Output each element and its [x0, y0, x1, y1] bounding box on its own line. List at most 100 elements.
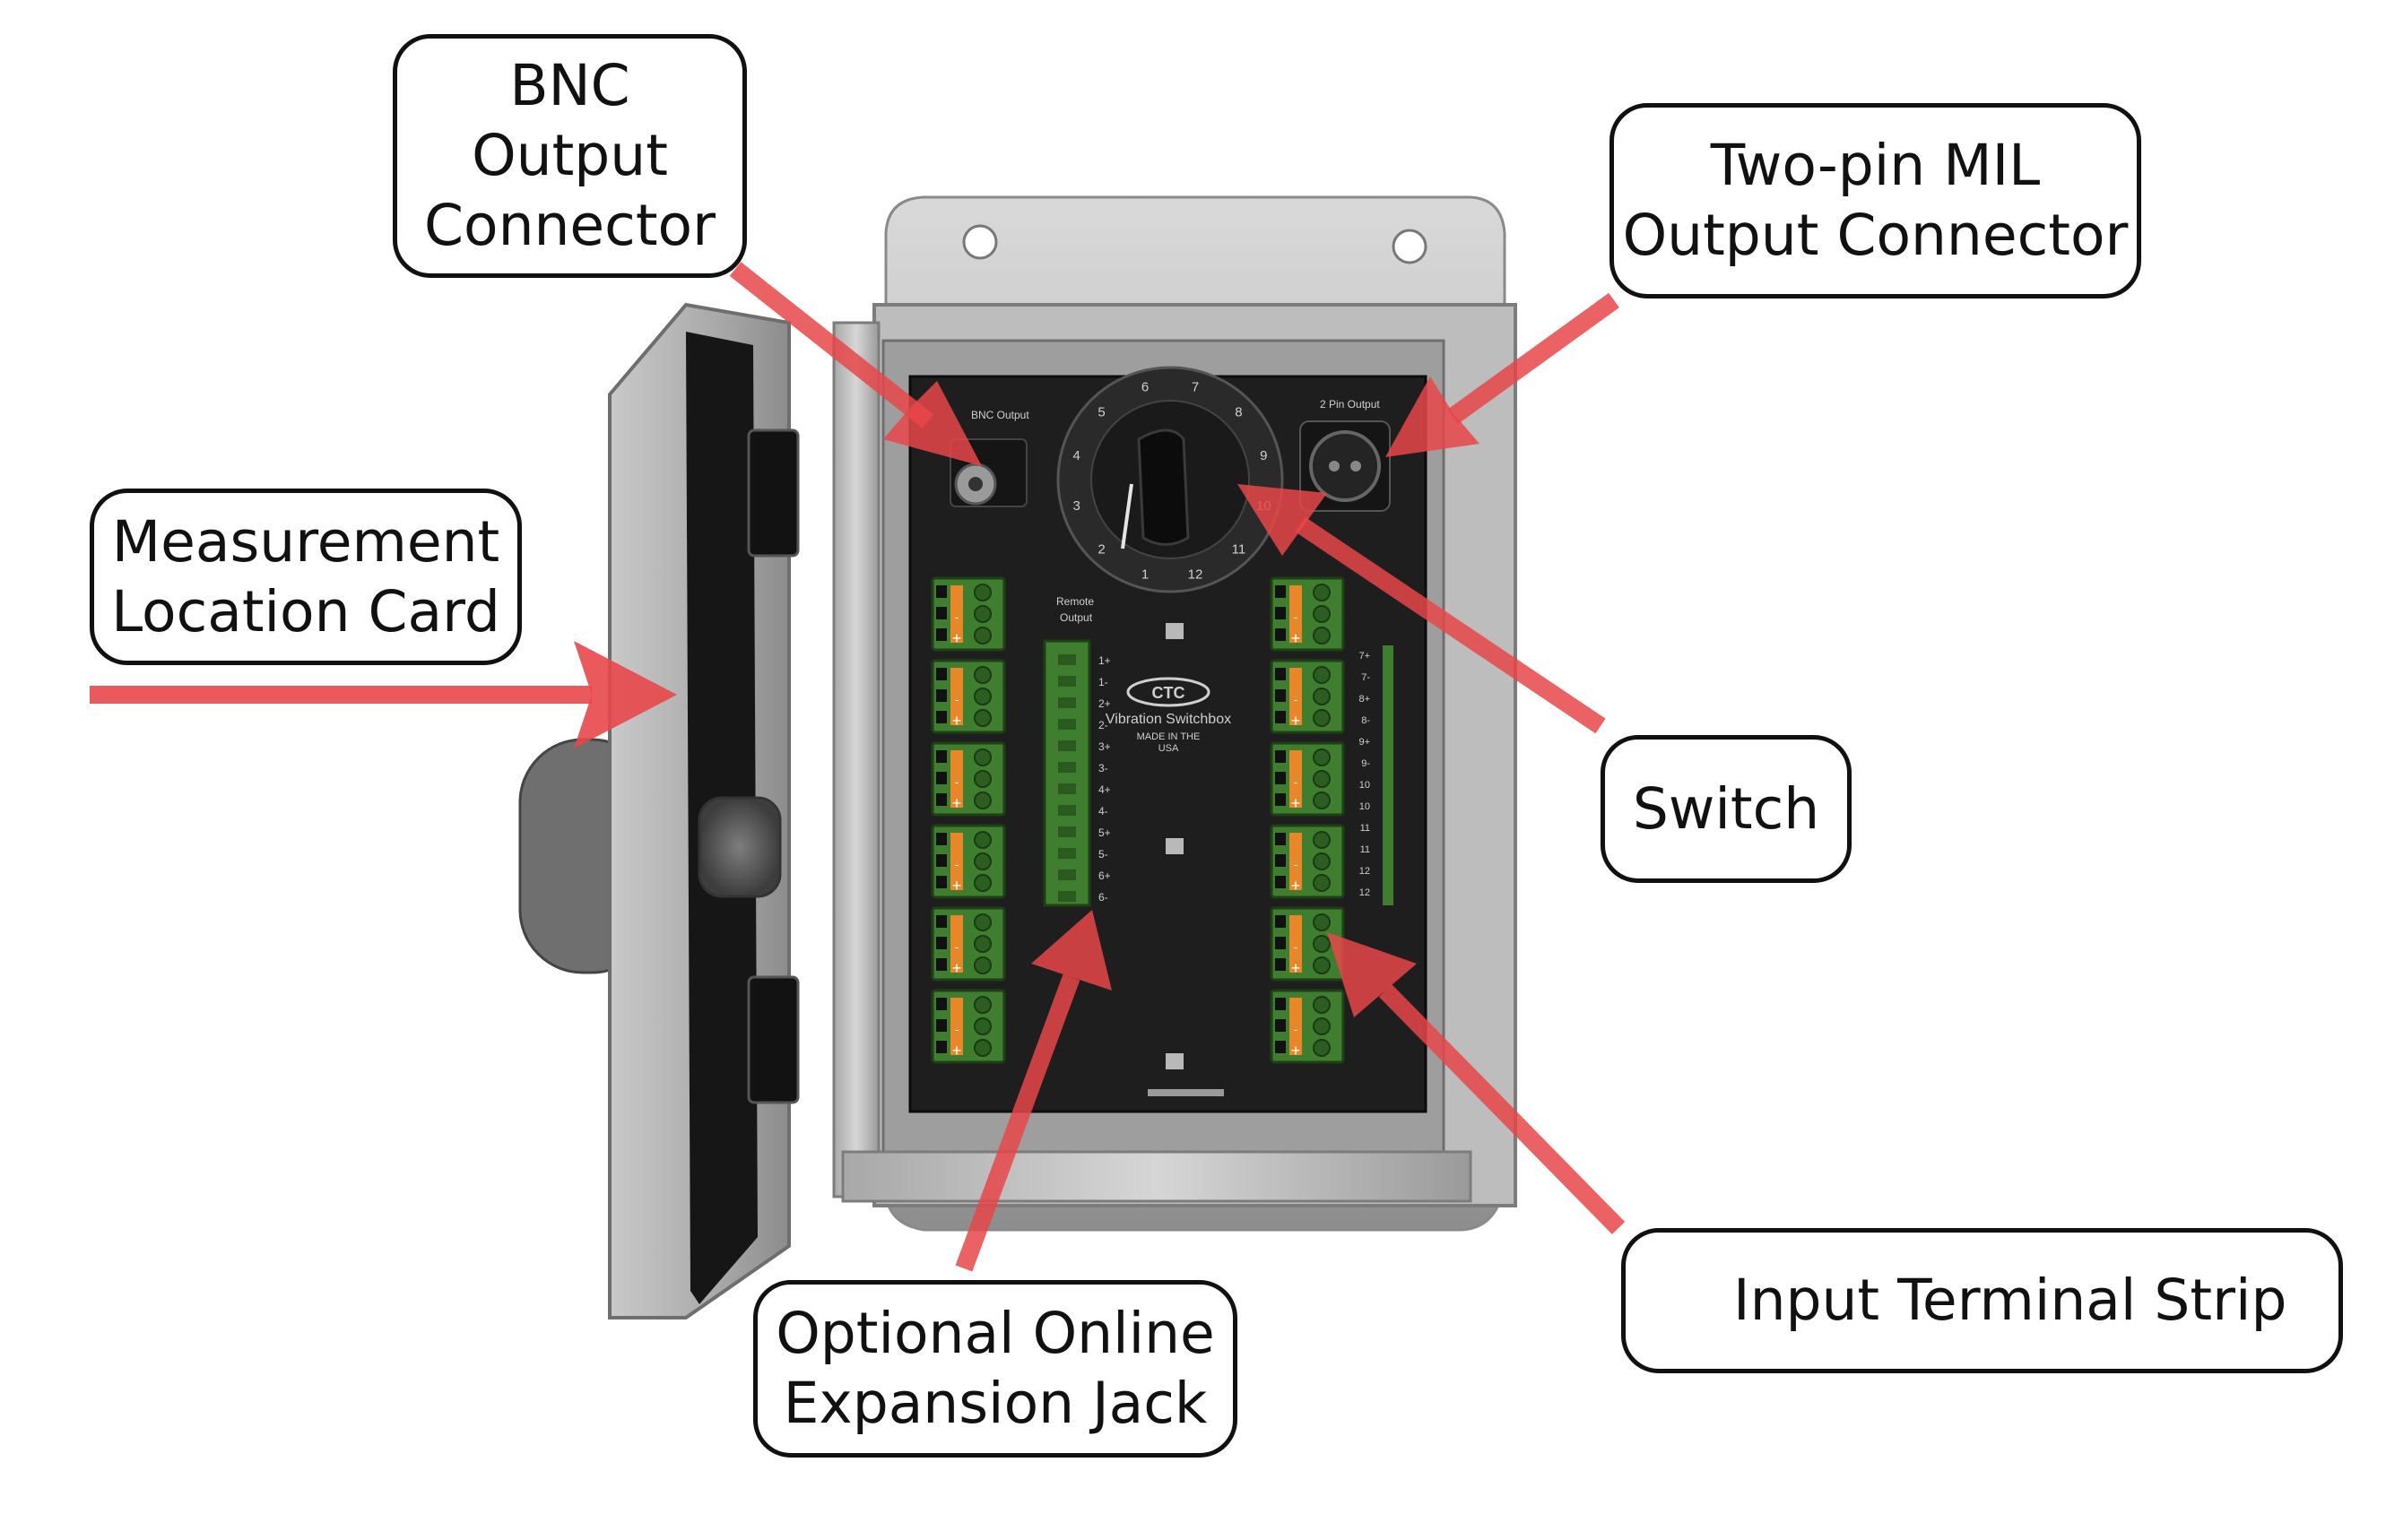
arrow-mil-head: [1385, 376, 1479, 457]
terminal-release-tab: [1289, 915, 1302, 973]
terminal-wire-slot: [1275, 1041, 1286, 1053]
terminal-screw: [1313, 627, 1331, 645]
board-edge-slot: [1148, 1089, 1224, 1096]
door-latch[interactable]: [698, 796, 782, 898]
terminal-wire-slot: [936, 915, 947, 928]
terminal-screw: [1313, 956, 1331, 974]
terminal-minus-mark: -: [955, 610, 959, 624]
arrow-expansion-shaft: [955, 973, 1080, 1272]
terminal-screw: [974, 792, 992, 809]
terminal-release-tab: [1289, 833, 1302, 890]
terminal-wire-slot: [936, 937, 947, 949]
jack-pin: [1058, 891, 1076, 902]
dial-number: 4: [1073, 448, 1080, 463]
terminal-wire-slot: [936, 876, 947, 888]
dial-number: 7: [1192, 380, 1199, 395]
terminal-screw: [974, 935, 992, 953]
terminal-wire-slot: [1275, 772, 1286, 784]
right-edge-terminal: [1383, 645, 1393, 905]
callout-line: Input Terminal Strip: [1733, 1267, 2287, 1333]
terminal-plus-mark: +: [952, 794, 962, 812]
right-pin-label: 8+: [1358, 694, 1370, 705]
terminal-wire-slot: [1275, 1019, 1286, 1032]
terminal-screw: [1313, 605, 1331, 623]
switch-pointer: [1121, 483, 1133, 549]
terminal-screw: [974, 1017, 992, 1035]
arrow-switch-head: [1237, 484, 1327, 556]
terminal-plus-mark: +: [1291, 1042, 1301, 1060]
enclosure-inner-bottom: [841, 1150, 1472, 1203]
hinge-bottom: [747, 975, 800, 1104]
callout-arrows: [90, 262, 1626, 1272]
terminal-minus-mark: -: [955, 857, 959, 871]
terminal-wire-slot: [936, 854, 947, 867]
terminal-screw: [974, 852, 992, 870]
arrow-expansion-head: [1031, 910, 1112, 991]
jack-pin-label: 6+: [1098, 869, 1111, 882]
expansion-jack-pins: 1+1-2+2-3+3-4+4-5+5-6+6-: [1058, 654, 1111, 904]
mount-hole-right: [1392, 229, 1427, 264]
arrow-mil-shaft: [1447, 292, 1619, 425]
terminal-minus-mark: -: [955, 692, 959, 706]
product-name: Vibration Switchbox: [1106, 712, 1231, 727]
terminal-wire-slot: [936, 833, 947, 845]
terminal-release-tab: [1289, 585, 1302, 643]
terminal-wire-slot: [936, 607, 947, 619]
jack-pin-label: 6-: [1098, 891, 1108, 904]
terminal-screw: [1313, 584, 1331, 601]
mount-hole-left: [962, 224, 998, 260]
arrow-input-head: [1327, 932, 1417, 1017]
terminal-wire-slot: [936, 958, 947, 971]
jack-pin: [1058, 783, 1076, 794]
right-pin-label: 10: [1359, 801, 1370, 812]
dial-number: 3: [1073, 498, 1080, 514]
mil-output-connector[interactable]: [1309, 430, 1381, 502]
arrow-measurement-head: [574, 641, 677, 748]
terminal-wire-slot: [1275, 998, 1286, 1010]
callout-line: Expansion Jack: [783, 1371, 1208, 1436]
callout-line: Output: [472, 123, 668, 188]
country-label: USA: [1158, 743, 1179, 754]
callout-line: BNC: [509, 53, 630, 118]
rotary-switch[interactable]: [1137, 428, 1190, 546]
terminal-wire-slot: [1275, 585, 1286, 598]
standoff-top: [1166, 623, 1184, 639]
left-terminal-strip: -+-+-+-+-+-+: [931, 576, 1006, 1064]
terminal-wire-slot: [1275, 689, 1286, 702]
jack-pin: [1058, 762, 1076, 773]
terminal-screw: [1313, 874, 1331, 892]
jack-pin-label: 2+: [1098, 697, 1111, 710]
terminal-plus-mark: +: [1291, 712, 1301, 730]
jack-pin: [1058, 654, 1076, 665]
terminal-screw: [974, 831, 992, 849]
jack-pin-label: 4+: [1098, 783, 1111, 796]
terminal-plus-mark: +: [1291, 794, 1301, 812]
callout-line: Two-pin MIL: [1710, 133, 2041, 198]
terminal-screw: [974, 627, 992, 645]
standoff-bottom: [1166, 1053, 1184, 1069]
terminal-wire-slot: [1275, 958, 1286, 971]
bnc-connector-pin: [968, 477, 983, 491]
terminal-screw: [974, 709, 992, 727]
terminal-screw: [1313, 852, 1331, 870]
arrow-input-shaft: [1378, 983, 1626, 1235]
right-pin-label: 7-: [1361, 672, 1370, 683]
callout-input-terminal-strip: Input Terminal Strip: [1621, 1228, 2343, 1373]
callout-line: Location Card: [111, 578, 500, 645]
terminal-release-tab: [950, 998, 963, 1055]
jack-pin-label: 2-: [1098, 719, 1108, 731]
callout-line: Connector: [424, 193, 716, 258]
jack-pin: [1058, 697, 1076, 708]
dial-number: 6: [1141, 380, 1149, 395]
terminal-screw: [1313, 666, 1331, 684]
terminal-wire-slot: [936, 711, 947, 723]
arrow-bnc-head: [883, 381, 982, 466]
terminal-wire-slot: [1275, 668, 1286, 680]
bnc-board-label: BNC Output: [971, 409, 1029, 421]
terminal-release-tab: [1289, 998, 1302, 1055]
terminal-screw: [974, 913, 992, 931]
arrow-switch-shaft: [1295, 516, 1606, 734]
terminal-plus-mark: +: [1291, 877, 1301, 895]
jack-pin-label: 3-: [1098, 762, 1108, 774]
